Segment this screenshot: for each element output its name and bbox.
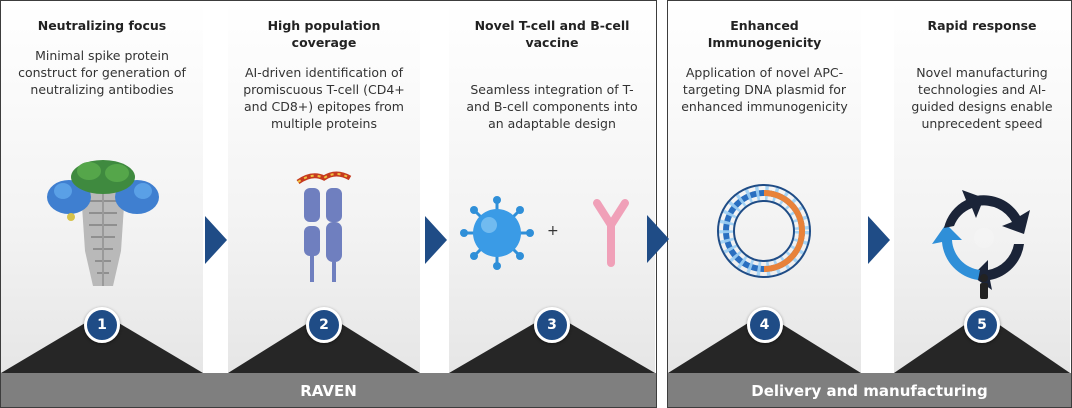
spike-protein-icon (47, 160, 159, 286)
group-footer-delivery: Delivery and manufacturing (668, 373, 1071, 407)
step-badge: 1 (84, 307, 120, 343)
panel-description: AI-driven identification of promiscuous … (243, 65, 405, 131)
delivery-manufacturing-group: Enhanced Immunogenicity Application of n… (667, 0, 1072, 408)
chevron-right-icon (425, 216, 447, 264)
panel-title: Rapid response (927, 18, 1037, 33)
mountain-base (668, 313, 861, 373)
step-badge: 3 (534, 307, 570, 343)
mountain-base (1, 313, 203, 373)
panel-description: Minimal spike protein construct for gene… (18, 48, 186, 97)
panel-description: Seamless integration of T- and B-cell co… (466, 82, 638, 131)
panel-title: Neutralizing focus (37, 18, 167, 33)
dna-plasmid-icon (717, 184, 811, 278)
group-footer-raven: RAVEN (1, 373, 656, 407)
step-badge: 4 (746, 307, 783, 343)
panel-title: Enhanced Immunogenicity (707, 18, 822, 50)
panel-description: Application of novel APC-targeting DNA p… (681, 65, 848, 114)
virus-antibody-icon (460, 196, 629, 270)
step-badge: 2 (306, 307, 342, 343)
raven-group: Neutralizing focus Minimal spike protein… (0, 0, 657, 408)
panel-enhanced-immunogenicity: Enhanced Immunogenicity Application of n… (668, 1, 861, 373)
panel-novel-t-b-cell-vaccine: Novel T-cell and B-cell vaccine Seamless… (449, 1, 655, 373)
cycle-icon (932, 190, 1030, 299)
step-badge: 5 (964, 307, 1000, 343)
chevron-right-icon (647, 215, 669, 263)
panel-description: Novel manufacturing technologies and AI-… (911, 65, 1053, 131)
mountain-base (449, 313, 655, 373)
panel-rapid-response: Rapid response Novel manufacturing techn… (894, 1, 1070, 373)
mountain-base (894, 313, 1070, 373)
panel-neutralizing-focus: Neutralizing focus Minimal spike protein… (1, 1, 203, 373)
mountain-base (228, 313, 420, 373)
chevron-right-icon (205, 216, 227, 264)
panel-high-population-coverage: High population coverage AI-driven ident… (228, 1, 420, 373)
chevron-right-icon (868, 216, 890, 264)
panel-title: Novel T-cell and B-cell vaccine (474, 18, 630, 50)
panel-title: High population coverage (267, 18, 381, 50)
t-cell-receptor-icon (296, 171, 352, 282)
plus-sign: + (547, 223, 559, 239)
